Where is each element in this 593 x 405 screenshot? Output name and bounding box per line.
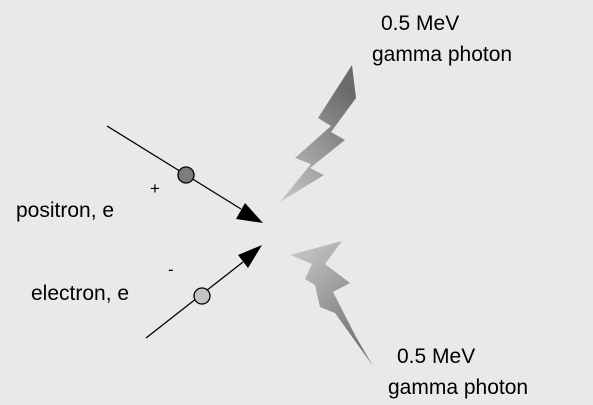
svg-text:positron, e: positron, e [16, 199, 114, 222]
svg-text:electron, e: electron, e [31, 282, 129, 305]
photon-top-name: gamma photon [372, 43, 512, 66]
photon-top-energy: 0.5 MeV [381, 12, 459, 35]
positron-line [106, 125, 242, 210]
electron-arrowhead [238, 245, 262, 268]
photon-bottom-name: gamma photon [388, 376, 528, 399]
positron-particle [177, 166, 195, 184]
electron-particle [193, 287, 211, 305]
electron-superscript: - [168, 260, 174, 279]
electron-label: electron, e [31, 282, 129, 305]
lightning-bolt-icon [280, 65, 356, 202]
positron-label: positron, e [16, 199, 114, 222]
positron-superscript: + [150, 179, 160, 198]
positron-track [106, 125, 263, 223]
electron-track [145, 245, 262, 339]
photon-bottom-energy: 0.5 MeV [397, 345, 475, 368]
positron-arrowhead [236, 203, 263, 223]
lightning-bolt-icon [290, 241, 373, 366]
